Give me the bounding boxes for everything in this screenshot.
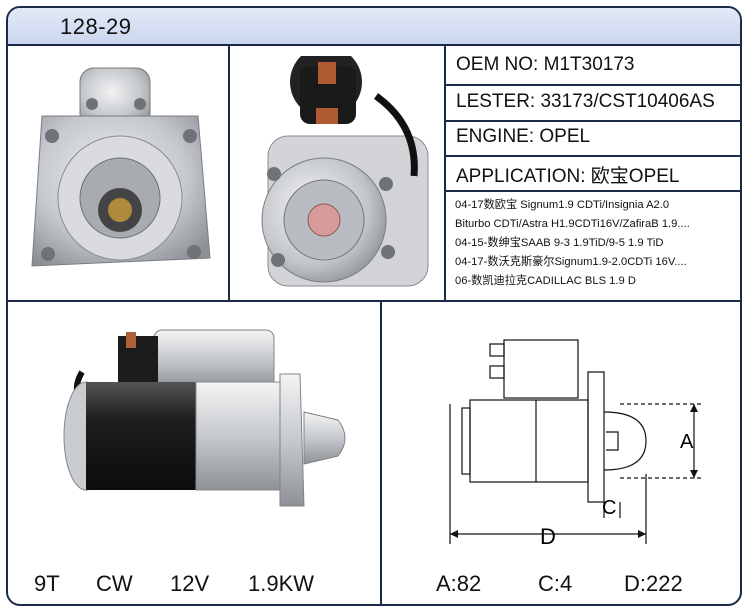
divider (228, 44, 230, 300)
oem-value: M1T30173 (543, 54, 635, 75)
dimension-c-value: C:4 (538, 571, 573, 596)
application-line: 04-17数欧宝 Signum1.9 CDTi/Insignia A2.0 (455, 199, 670, 211)
lester-row: LESTER: 33173/CST10406AS (446, 91, 740, 113)
application-value: 欧宝OPEL (590, 166, 680, 187)
application-label: APPLICATION: (456, 166, 586, 187)
engine-value: OPEL (539, 126, 591, 147)
power-rating: 1.9KW (248, 571, 315, 596)
divider (444, 155, 740, 157)
divider (444, 120, 740, 122)
engine-row: ENGINE: OPEL (446, 126, 740, 148)
header-bar: 128-29 (8, 8, 740, 46)
divider (444, 84, 740, 86)
product-sheet: 128-29 (6, 6, 742, 606)
engine-label: ENGINE: (456, 126, 535, 147)
part-number: 128-29 (60, 14, 132, 39)
oem-row: OEM NO: M1T30173 (446, 54, 740, 76)
dimension-c-letter: C (602, 497, 616, 519)
divider (444, 190, 740, 192)
application-line: 04-17-数沃克斯豪尔Signum1.9-2.0CDTi 16V.... (455, 256, 687, 268)
dimension-d-letter: D (540, 524, 556, 549)
application-row: APPLICATION: 欧宝OPEL (446, 161, 740, 188)
lester-label: LESTER: (456, 91, 536, 112)
starter-side-photo (63, 329, 346, 507)
starter-rear-photo (261, 56, 429, 287)
starter-front-photo (31, 67, 211, 267)
dimension-d-value: D:222 (624, 571, 683, 596)
divider (380, 300, 382, 604)
oem-label: OEM NO: (456, 54, 539, 75)
application-list: 04-17数欧宝 Signum1.9 CDTi/Insignia A2.0 Bi… (455, 196, 740, 291)
dimension-drawing: A C D (449, 339, 702, 549)
application-line: Biturbo CDTi/Astra H1.9CDTi16V/ZafiraB 1… (455, 218, 690, 230)
divider (8, 300, 740, 302)
lester-value: 33173/CST10406AS (540, 91, 715, 112)
divider (444, 44, 446, 300)
teeth-count: 9T (34, 571, 60, 596)
rotation-direction: CW (96, 571, 133, 596)
dimension-a-letter: A (680, 431, 694, 453)
application-line: 06-数凯迪拉克CADILLAC BLS 1.9 D (455, 275, 636, 287)
application-line: 04-15-数绅宝SAAB 9-3 1.9TiD/9-5 1.9 TiD (455, 237, 664, 249)
voltage: 12V (170, 571, 210, 596)
dimension-a-value: A:82 (436, 571, 482, 596)
